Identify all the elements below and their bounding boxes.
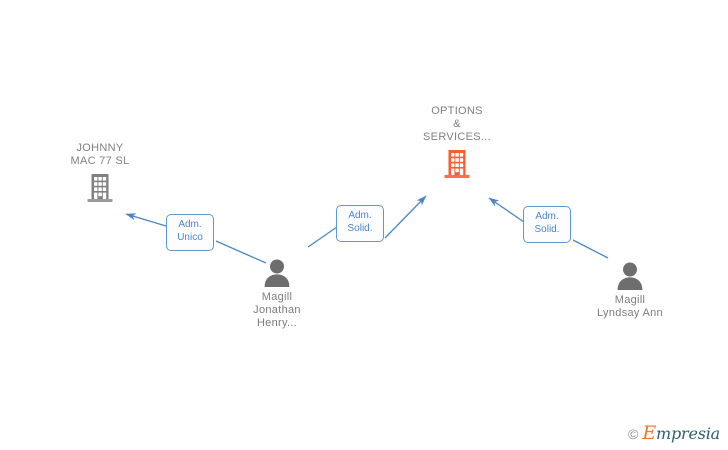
edge-label-adm-solid-jonathan[interactable]: Adm. Solid.: [336, 205, 384, 242]
edge-arrow-solid-options: [384, 195, 427, 239]
brand-wordmark: Empresia: [642, 422, 720, 444]
node-label-options-services: OPTIONS & SERVICES...: [423, 105, 491, 143]
person-icon[interactable]: [616, 261, 644, 291]
edge-line-jonathan-solid: [307, 226, 338, 248]
node-label-magill-jonathan-henry: Magill Jonathan Henry...: [253, 291, 301, 329]
graph-node-magill-lyndsay-ann[interactable]: Magill Lyndsay Ann: [580, 261, 680, 320]
node-label-johnny-mac-77-sl: JOHNNY MAC 77 SL: [70, 142, 130, 167]
building-icon[interactable]: [444, 149, 470, 179]
edge-label-adm-unico[interactable]: Adm. Unico: [166, 214, 214, 251]
person-icon[interactable]: [263, 258, 291, 288]
edge-line-lyndsay-solid: [572, 239, 609, 259]
graph-node-options-services[interactable]: OPTIONS & SERVICES...: [402, 105, 512, 179]
graph-node-magill-jonathan-henry[interactable]: Magill Jonathan Henry...: [232, 258, 322, 330]
graph-node-johnny-mac-77-sl[interactable]: JOHNNY MAC 77 SL: [50, 142, 150, 203]
building-icon[interactable]: [87, 173, 113, 203]
edge-arrow-solid2-options: [488, 197, 525, 223]
brand-initial: E: [642, 422, 656, 444]
empresia-watermark: © Empresia: [628, 422, 720, 444]
node-label-magill-lyndsay-ann: Magill Lyndsay Ann: [597, 294, 663, 319]
copyright-icon: ©: [628, 425, 639, 442]
edge-arrow-unico-johnny: [125, 213, 167, 227]
edge-label-adm-solid-lyndsay[interactable]: Adm. Solid.: [523, 206, 571, 243]
edge-line-jonathan-unico: [215, 240, 267, 264]
brand-rest: mpresia: [656, 424, 720, 443]
